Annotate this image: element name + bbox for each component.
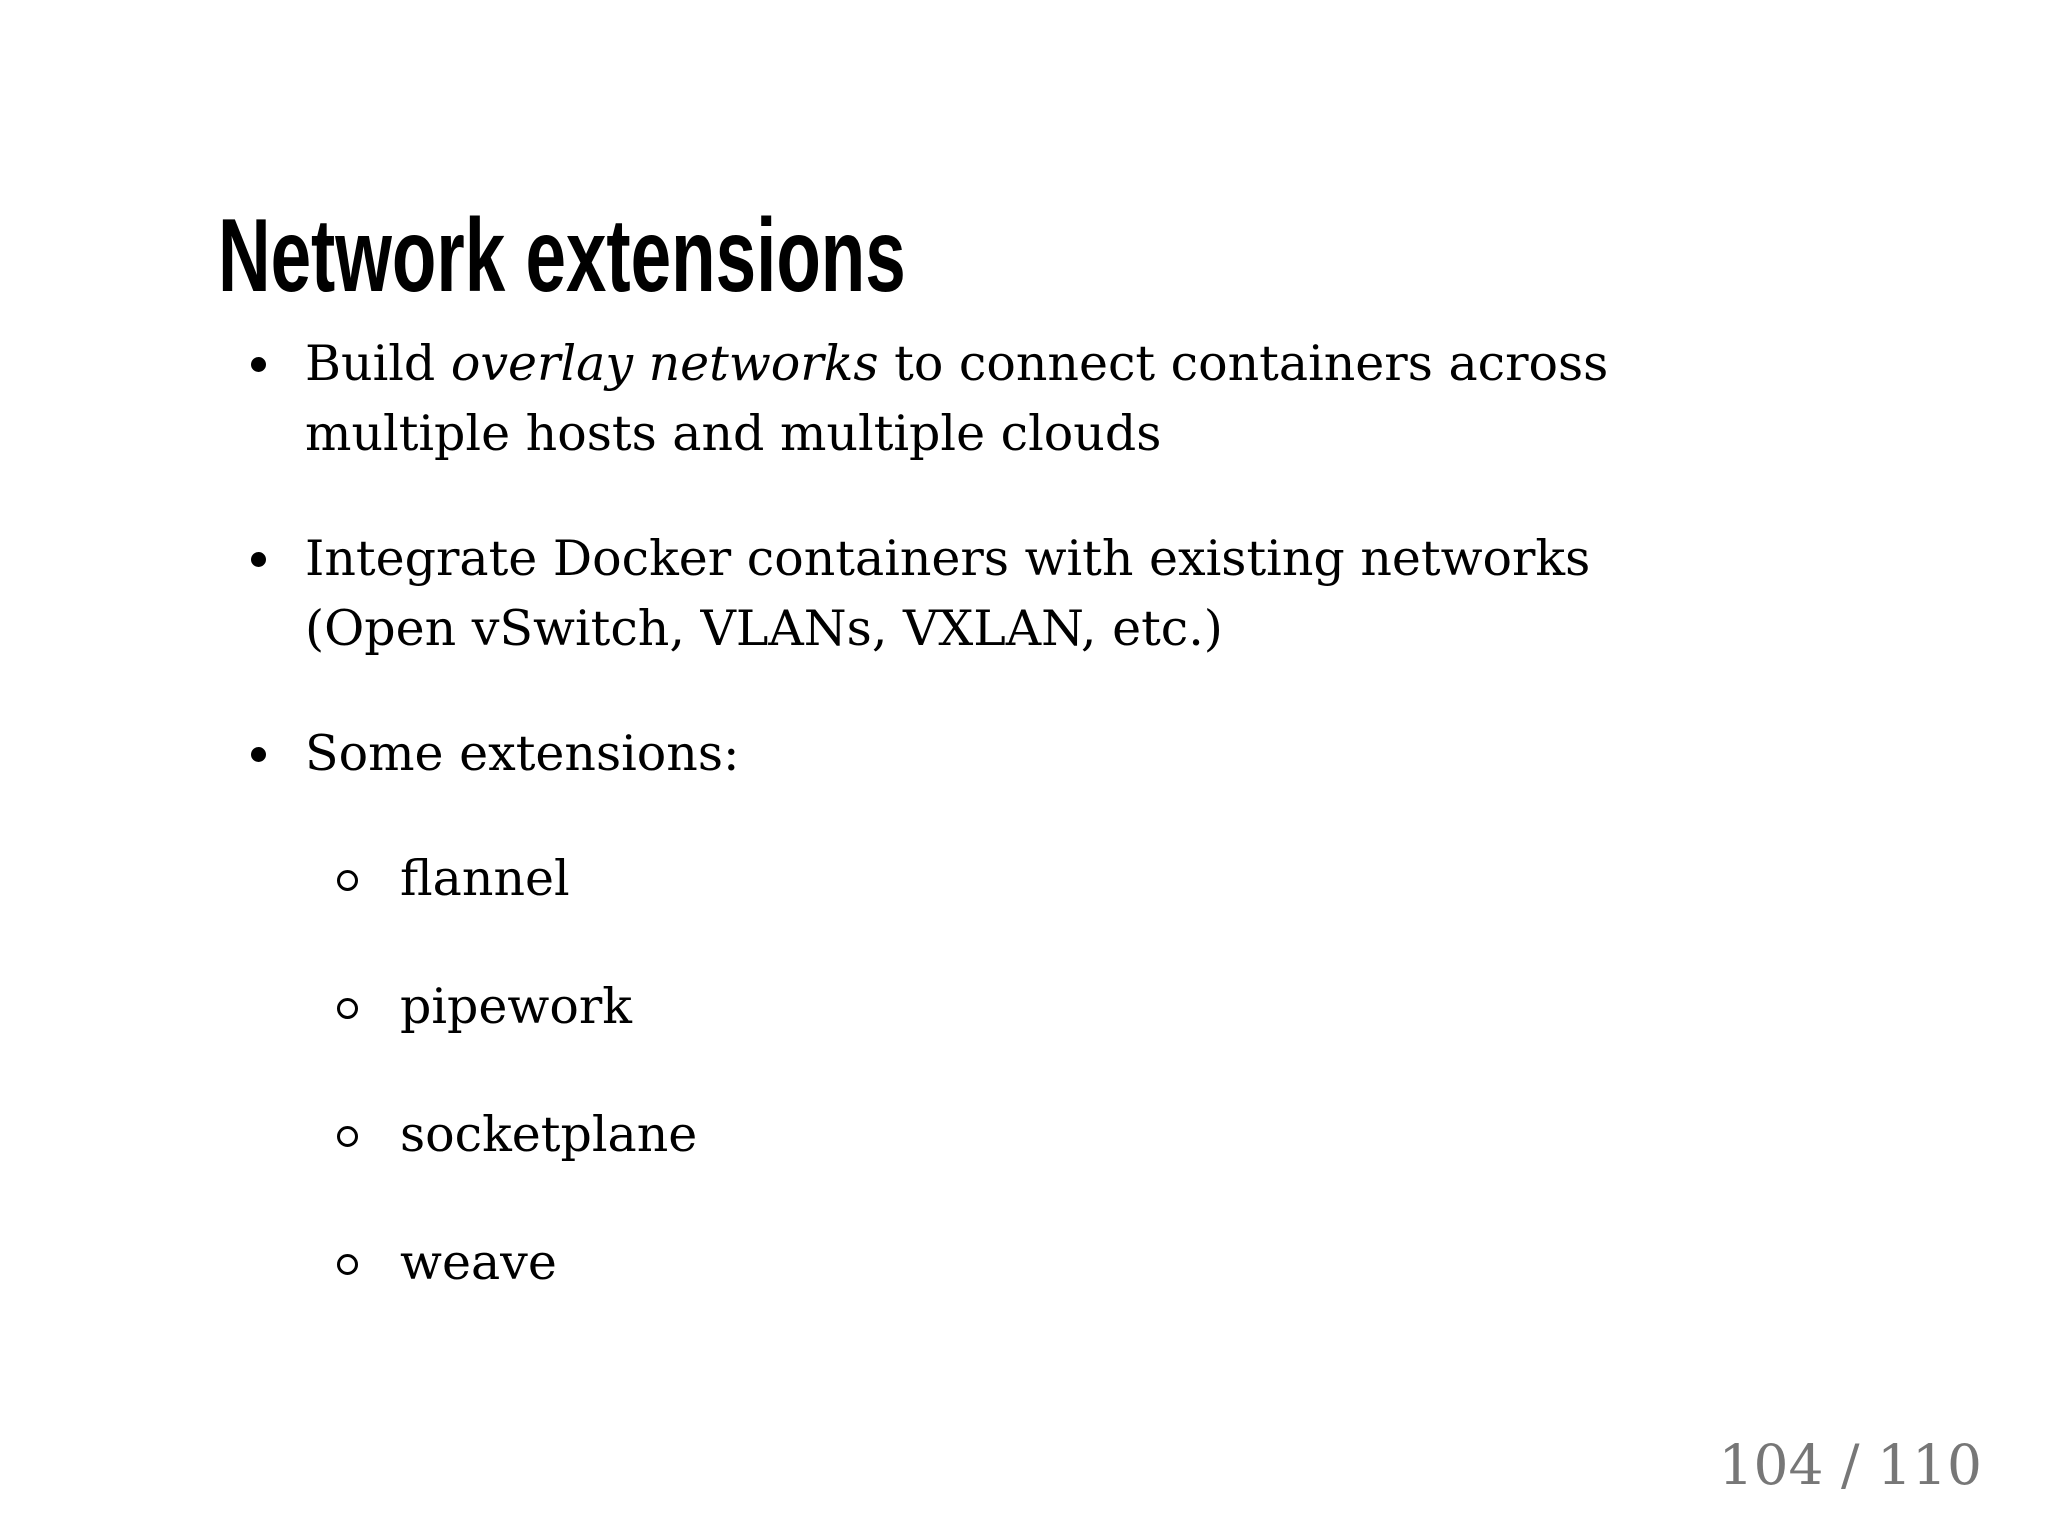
bullet-text: Build overlay networks to connect contai…	[305, 335, 1608, 462]
sub-item-label: pipework	[400, 978, 632, 1035]
hollow-circle-icon	[337, 1126, 358, 1147]
page-number: 104 / 110	[1718, 1433, 1982, 1497]
sub-item-label: socketplane	[400, 1106, 698, 1163]
sub-item-label: weave	[400, 1234, 557, 1291]
text-run: Some extensions:	[305, 725, 740, 782]
sub-item-pipework: pipework	[337, 972, 1685, 1042]
bullet-item-overlay-networks: Build overlay networks to connect contai…	[251, 329, 1685, 469]
hollow-circle-icon	[337, 870, 358, 891]
text-run: Build	[305, 335, 451, 392]
sub-item-flannel: flannel	[337, 844, 1685, 914]
bullet-item-some-extensions: Some extensions: flannel pipework socket…	[251, 719, 1685, 1298]
bullet-dot-icon	[251, 552, 266, 567]
sub-item-socketplane: socketplane	[337, 1100, 1685, 1170]
text-run: to connect containers across multiple ho…	[305, 335, 1609, 462]
text-run-italic: overlay networks	[450, 335, 879, 392]
bullet-text: Some extensions:	[305, 725, 740, 782]
hollow-circle-icon	[337, 1254, 358, 1275]
slide-title: Network extensions	[218, 197, 906, 314]
text-run: Integrate Docker containers with existin…	[305, 530, 1591, 657]
sub-item-weave: weave	[337, 1228, 1685, 1298]
sub-bullet-list: flannel pipework socketplane weave	[305, 844, 1685, 1298]
bullet-dot-icon	[251, 357, 266, 372]
bullet-dot-icon	[251, 747, 266, 762]
bullet-list: Build overlay networks to connect contai…	[251, 329, 1685, 1298]
hollow-circle-icon	[337, 998, 358, 1019]
bullet-item-integrate-networks: Integrate Docker containers with existin…	[251, 524, 1685, 664]
bullet-text: Integrate Docker containers with existin…	[305, 530, 1590, 657]
sub-item-label: flannel	[400, 850, 570, 907]
